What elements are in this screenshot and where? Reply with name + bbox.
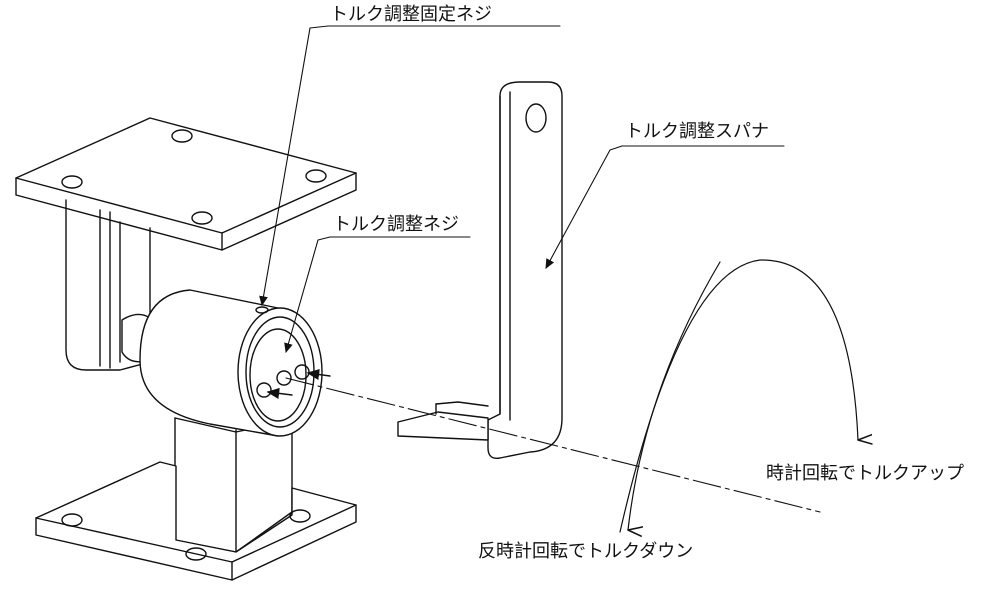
- hole: [61, 513, 83, 527]
- pointer-arrow: [306, 368, 331, 381]
- hole: [61, 175, 83, 189]
- adjust-hole: [276, 370, 292, 386]
- hole: [171, 129, 193, 143]
- counterclockwise-arrow: [628, 261, 721, 530]
- leader-lines: [259, 25, 785, 354]
- bottom-plate: [35, 461, 357, 581]
- upper-post: [65, 199, 151, 371]
- torque-spanner: [397, 81, 563, 459]
- torque-spanner-label: トルク調整スパナ: [625, 121, 769, 142]
- counterclockwise-label: 反時計回転でトルクダウン: [478, 541, 694, 562]
- pointer-arrow: [266, 387, 293, 399]
- hole: [191, 211, 213, 225]
- top-plate: [15, 117, 357, 251]
- torque-fix-screw-label: トルク調整固定ネジ: [330, 4, 492, 25]
- barrel: [139, 289, 323, 437]
- hole: [185, 547, 207, 561]
- axis-line: [285, 377, 821, 513]
- clockwise-label: 時計回転でトルクアップ: [766, 463, 964, 484]
- torque-adjust-screw-label: トルク調整ネジ: [333, 214, 459, 235]
- hole: [289, 509, 311, 523]
- fix-screw: [255, 306, 269, 314]
- hole: [305, 169, 327, 183]
